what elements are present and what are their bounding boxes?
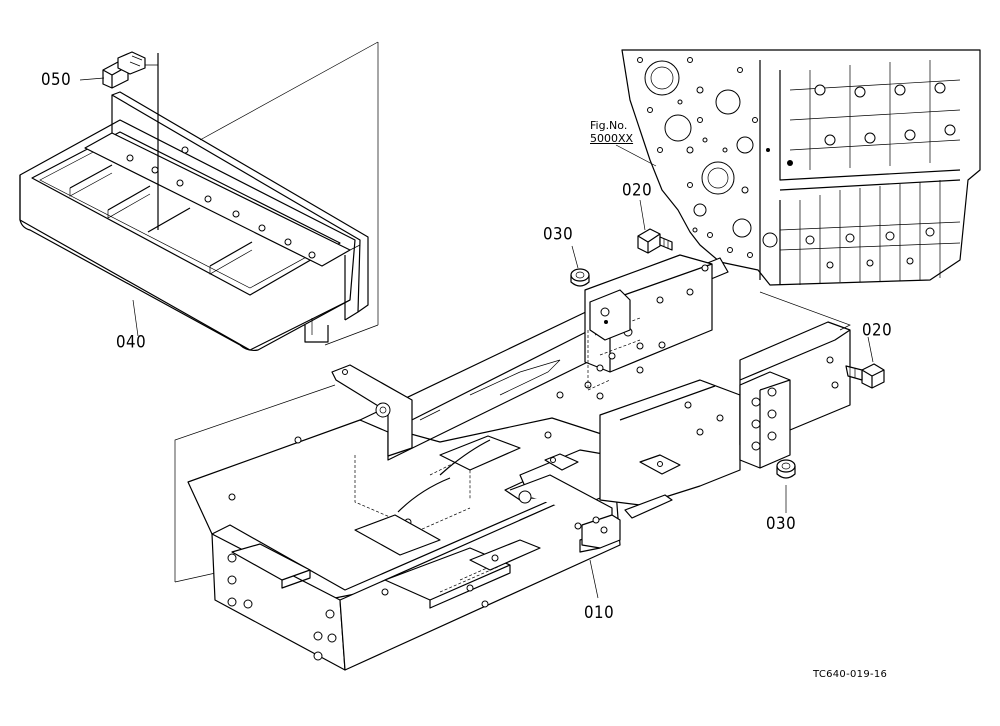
bolt-020-right <box>845 363 885 389</box>
nut-030-top <box>570 268 590 287</box>
figure-reference: Fig.No. 5000XX <box>590 119 633 145</box>
engine-block <box>621 49 981 286</box>
callout-030-top: 030 <box>543 223 574 245</box>
figure-reference-label: Fig.No. <box>590 119 628 132</box>
leader-lines <box>79 77 874 599</box>
front-frame <box>174 254 851 671</box>
nut-030-right <box>776 459 796 479</box>
callout-010: 010 <box>584 601 615 623</box>
bolt-020-top <box>637 228 673 254</box>
callout-040: 040 <box>116 331 147 353</box>
callout-020-right: 020 <box>862 319 893 341</box>
callout-050: 050 <box>41 68 72 90</box>
drain-plug <box>102 51 159 230</box>
callout-030-right: 030 <box>766 512 797 534</box>
figure-reference-number: 5000XX <box>590 132 634 145</box>
callout-020-top: 020 <box>622 179 653 201</box>
oil-pan <box>19 41 379 352</box>
drawing-code: TC640-019-16 <box>813 669 888 680</box>
